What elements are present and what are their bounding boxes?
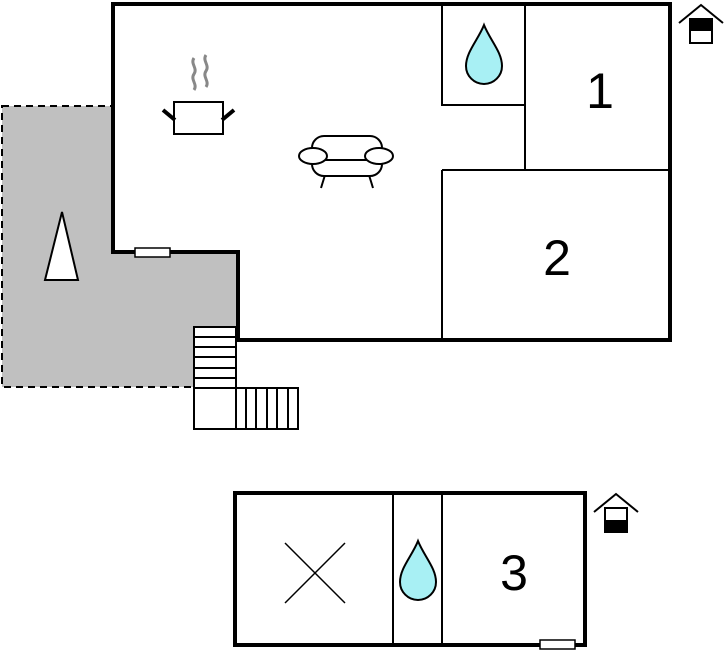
room-label-3: 3 bbox=[500, 545, 528, 601]
cross-icon bbox=[284, 542, 346, 604]
house-entrance-icon bbox=[593, 492, 639, 533]
tree-icon bbox=[43, 211, 80, 281]
water-drop-icon bbox=[398, 538, 438, 601]
sofa-icon bbox=[298, 135, 394, 189]
water-drop-icon bbox=[464, 22, 504, 85]
house-entrance-icon bbox=[678, 3, 724, 44]
interior-walls bbox=[441, 3, 670, 340]
window-icon bbox=[134, 247, 171, 258]
stairs-icon bbox=[193, 326, 299, 430]
cooking-pot-icon bbox=[161, 54, 236, 135]
room-label-1: 1 bbox=[586, 63, 614, 119]
room-label-2: 2 bbox=[543, 230, 571, 286]
window-icon bbox=[539, 639, 576, 650]
main-building-outline bbox=[111, 2, 672, 342]
